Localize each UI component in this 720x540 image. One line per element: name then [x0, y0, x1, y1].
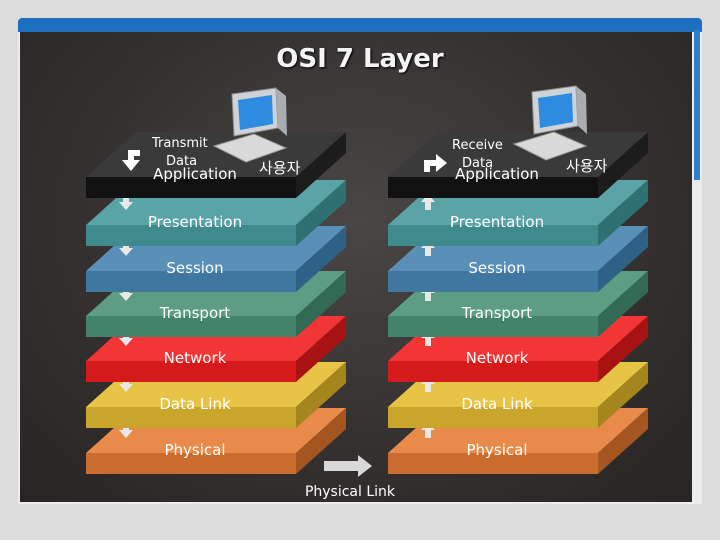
arrow-down-icon — [119, 285, 133, 301]
slide-top-bar — [18, 18, 702, 32]
transmit-label-line1: Transmit — [151, 136, 208, 151]
computer-icon — [512, 85, 588, 161]
receiver-layer-stack: Physical Data Link Network Transport Session… — [388, 132, 648, 474]
receiver-layer-label: Session — [468, 259, 525, 277]
receiver-layer-label: Network — [466, 349, 529, 367]
receiver-layer-label: Data Link — [461, 395, 533, 413]
sender-layer-label: Network — [164, 349, 227, 367]
receive-label-line2: Data — [462, 156, 493, 171]
arrow-down-icon — [119, 240, 133, 256]
sender-layer-stack: Physical Data Link Network Transport Session… — [86, 132, 346, 474]
arrow-down-icon — [119, 422, 133, 438]
sender-layer-label: Physical — [164, 441, 225, 459]
receiver-layer-label: Physical — [466, 441, 527, 459]
computer-icon — [212, 87, 288, 163]
receiver-layer-application: Application — [388, 132, 648, 198]
arrow-down-icon — [122, 150, 140, 171]
arrow-down-icon — [119, 330, 133, 346]
arrow-up-icon — [424, 154, 447, 172]
sender-layer-label: Presentation — [148, 213, 242, 231]
sender-user-label: 사용자 — [259, 159, 301, 177]
sender-layer-label: Application — [153, 165, 237, 183]
sender-layer-application: Application — [86, 132, 346, 198]
sender-layer-label: Data Link — [159, 395, 231, 413]
receive-label-line1: Receive — [452, 138, 503, 153]
sender-layer-label: Session — [166, 259, 223, 277]
receiver-layer-label: Presentation — [450, 213, 544, 231]
receiver-user-label: 사용자 — [566, 157, 608, 175]
physical-link-label: Physical Link — [304, 484, 396, 500]
receiver-layer-label: Transport — [461, 304, 533, 322]
transmit-label-line2: Data — [166, 154, 197, 169]
slide-right-strip — [694, 30, 700, 180]
diagram-title: OSI 7 Layer — [276, 44, 444, 74]
arrow-right-icon — [324, 455, 372, 477]
receiver-layer-label: Application — [455, 165, 539, 183]
arrow-down-icon — [119, 376, 133, 392]
sender-layer-label: Transport — [159, 304, 231, 322]
arrow-down-icon — [119, 194, 133, 210]
